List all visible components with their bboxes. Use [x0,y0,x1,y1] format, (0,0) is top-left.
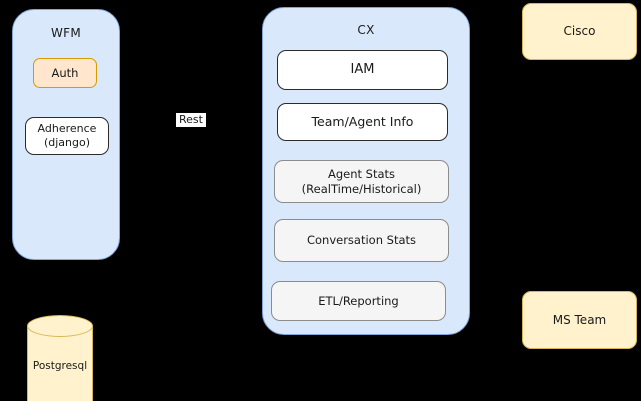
postgresql-datastore[interactable]: Postgresql [27,315,93,401]
etl-reporting-node[interactable]: ETL/Reporting [271,281,446,321]
conversation-stats-node[interactable]: Conversation Stats [274,219,449,262]
agent-stats-node-label-line2: (RealTime/Historical) [301,181,422,196]
postgresql-datastore-label: Postgresql [32,360,88,372]
agent-stats-node[interactable]: Agent Stats (RealTime/Historical) [274,160,449,203]
team-agent-info-node-label: Team/Agent Info [311,114,414,130]
cylinder-top-ellipse-shape [27,315,93,337]
auth-node-label: Auth [51,65,79,80]
wfm-panel-title: WFM [50,26,82,40]
cisco-node-label: Cisco [563,24,596,38]
ms-team-node[interactable]: MS Team [522,291,637,349]
agent-stats-node-label-line1: Agent Stats [327,167,396,182]
team-agent-info-node[interactable]: Team/Agent Info [277,103,448,141]
iam-node[interactable]: IAM [277,50,448,90]
adherence-node-label-line1: Adherence [37,122,97,136]
agent-stats-node-label: Agent Stats (RealTime/Historical) [302,167,422,196]
adherence-node-label: Adherence (django) [38,122,97,150]
cylinder-body-shape [27,326,93,401]
rest-edge-label: Rest [176,113,206,128]
adherence-node-label-line2: (django) [43,136,91,149]
cisco-node[interactable]: Cisco [522,3,637,60]
ms-team-node-label: MS Team [552,312,607,327]
auth-node[interactable]: Auth [33,58,97,88]
etl-reporting-node-label: ETL/Reporting [318,293,399,308]
iam-node-label: IAM [350,61,375,77]
cx-panel-title: CX [357,23,375,37]
adherence-node[interactable]: Adherence (django) [25,117,109,155]
conversation-stats-node-label: Conversation Stats [306,233,417,248]
